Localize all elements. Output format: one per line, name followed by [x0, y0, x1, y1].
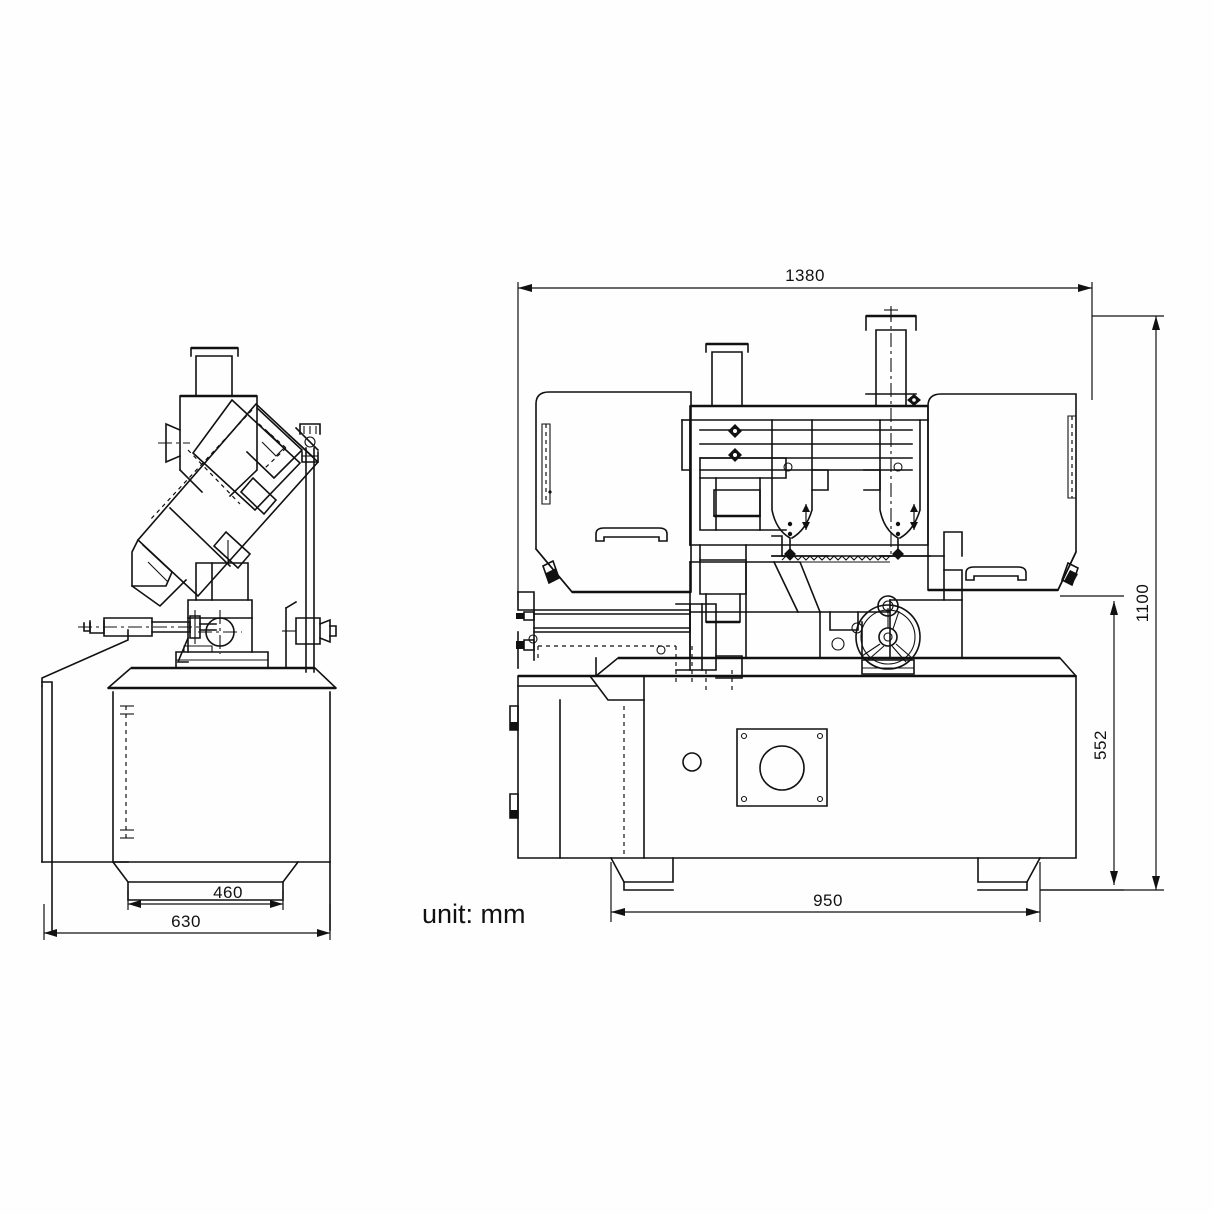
dimension-950: 950	[610, 862, 1041, 922]
front-bow-beam	[681, 342, 929, 624]
dimension-630: 630	[43, 904, 331, 940]
front-right-wheel-housing	[927, 393, 1079, 592]
side-guide-rod	[282, 423, 337, 673]
dimension-552: 552	[1040, 595, 1124, 891]
front-handwheel	[851, 595, 921, 675]
front-blade-guide-arms	[771, 306, 931, 560]
front-view	[509, 306, 1079, 891]
dimension-label-1100: 1100	[1133, 584, 1152, 623]
front-hydraulic-cylinder	[516, 603, 743, 692]
dimension-label-552: 552	[1091, 730, 1110, 760]
dimension-1380: 1380	[517, 266, 1093, 600]
unit-note: unit: mm	[422, 899, 526, 929]
front-left-wheel-housing	[534, 391, 692, 594]
side-hydraulic-ram	[78, 610, 217, 663]
dimension-label-950: 950	[813, 891, 843, 910]
dimension-label-630: 630	[171, 912, 201, 931]
side-head-housing	[158, 346, 258, 498]
dimension-460: 460	[127, 883, 284, 910]
side-view	[41, 346, 338, 931]
dimension-label-1380: 1380	[785, 266, 825, 285]
dimension-1100: 1100	[1040, 315, 1164, 891]
dimension-label-460: 460	[213, 883, 243, 902]
